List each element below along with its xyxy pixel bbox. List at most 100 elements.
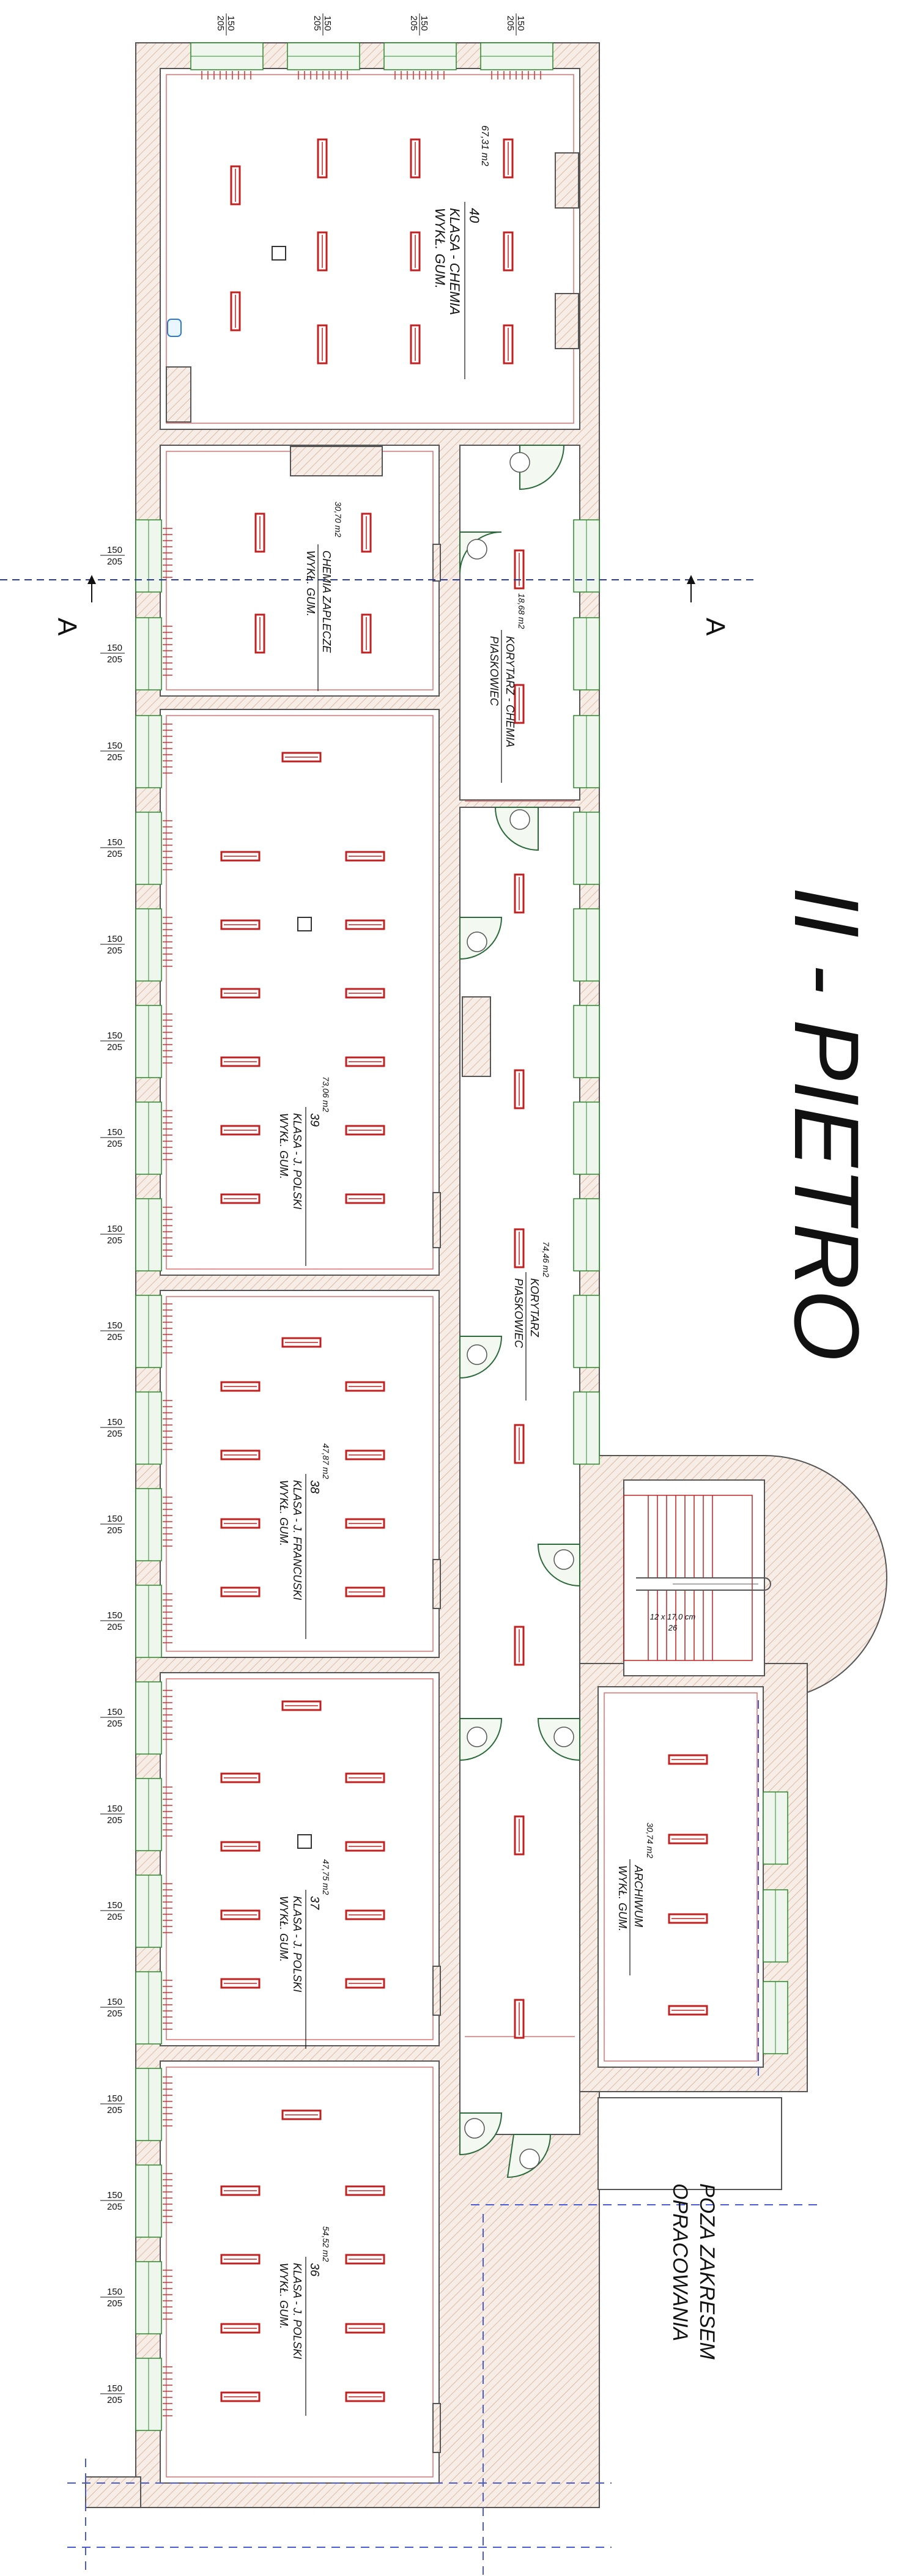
desk (281, 2109, 322, 2120)
desk (668, 1913, 708, 1924)
desk (345, 1978, 385, 1989)
svg-text:WYKŁ. GUM.: WYKŁ. GUM. (278, 2263, 290, 2329)
window-height-label: 205 (107, 849, 122, 859)
desk (220, 2185, 261, 2196)
window-height-label: 205 (107, 1525, 122, 1536)
svg-text:WYKŁ. GUM.: WYKŁ. GUM. (278, 1113, 290, 1179)
desk (345, 1841, 385, 1852)
window-width-label: 150 (107, 2287, 122, 2297)
right-window (573, 1198, 600, 1271)
window-width-label: 150 (107, 2383, 122, 2394)
room-label-korytarz: KORYTARZ PIASKOWIEC 74,46 m2 (512, 1242, 551, 1401)
desk (220, 2323, 261, 2334)
room-label-37: 37 KLASA - J. POLSKI WYKŁ. GUM. 47,75 m2 (278, 1859, 331, 2049)
room-label-chemia-zaplecze: CHEMIA ZAPLECZE WYKŁ. GUM. 30,70 m2 (305, 502, 343, 691)
window-height-label: 205 (107, 1622, 122, 1632)
right-window (573, 1101, 600, 1175)
desk (345, 2185, 385, 2196)
svg-text:KORYTARZ - CHEMIA: KORYTARZ - CHEMIA (504, 636, 516, 747)
top-dimensions: 150 205 150 205 150 205 150 205 (215, 13, 526, 35)
svg-text:PIASKOWIEC: PIASKOWIEC (488, 636, 500, 706)
desk (220, 1056, 261, 1067)
desk (345, 1381, 385, 1392)
svg-text:KLASA - J. POLSKI: KLASA - J. POLSKI (291, 2263, 303, 2359)
svg-text:30,70 m2: 30,70 m2 (333, 502, 343, 538)
desk (345, 919, 385, 930)
desk (220, 2254, 261, 2265)
svg-text:47,87 m2: 47,87 m2 (321, 1443, 331, 1479)
window-width-label: 150 (107, 1900, 122, 1911)
window-width-label: 150 (107, 1514, 122, 1524)
window-width-label: 150 (107, 545, 122, 555)
window-height-label: 205 (107, 2298, 122, 2309)
desk (345, 988, 385, 999)
window-height-label: 205 (107, 2202, 122, 2212)
desk (317, 138, 328, 179)
desk (514, 1424, 525, 1464)
svg-text:38: 38 (308, 1480, 321, 1493)
desk (230, 291, 241, 331)
right-windows (573, 519, 788, 2054)
svg-text:150: 150 (419, 15, 429, 31)
desk (410, 138, 421, 179)
svg-text:WYKŁ. GUM.: WYKŁ. GUM. (616, 1865, 629, 1931)
desk (668, 1754, 708, 1765)
floor-title: II - PIETRO (775, 887, 878, 1361)
right-window (573, 519, 600, 593)
svg-text:150: 150 (322, 15, 333, 31)
desk (361, 613, 372, 654)
window-height-label: 205 (107, 2105, 122, 2115)
desk (220, 919, 261, 930)
wall-details (166, 152, 579, 2453)
svg-text:26: 26 (668, 1623, 678, 1632)
svg-text:205: 205 (505, 15, 516, 31)
section-label-right: A (700, 618, 730, 636)
desk (220, 851, 261, 862)
window-height-label: 205 (107, 752, 122, 763)
svg-text:WYKŁ. GUM.: WYKŁ. GUM. (278, 1896, 290, 1962)
desk (345, 851, 385, 862)
svg-text:205: 205 (215, 15, 226, 31)
desk (254, 613, 265, 654)
right-window (573, 715, 600, 788)
window-height-label: 205 (107, 1719, 122, 1729)
window-height-label: 205 (107, 2395, 122, 2405)
interior-rooms (160, 68, 782, 2484)
desk (410, 324, 421, 365)
svg-text:73,06 m2: 73,06 m2 (321, 1076, 331, 1112)
desk (220, 1841, 261, 1852)
svg-text:WYKŁ. GUM.: WYKŁ. GUM. (305, 550, 317, 616)
desk (281, 752, 322, 763)
desk (220, 1978, 261, 1989)
window-width-label: 150 (107, 1610, 122, 1621)
desk (281, 1337, 322, 1348)
desk (345, 2391, 385, 2402)
desk (514, 1228, 525, 1268)
desk (220, 1909, 261, 1920)
svg-text:40: 40 (467, 208, 482, 223)
svg-text:WYKŁ. GUM.: WYKŁ. GUM. (432, 208, 448, 289)
room-label-38: 38 KLASA - J. FRANCUSKI WYKŁ. GUM. 47,87… (278, 1443, 331, 1639)
right-window (573, 1005, 600, 1078)
doors (459, 445, 580, 2178)
window-width-label: 150 (107, 741, 122, 751)
desk (503, 231, 514, 272)
grid-lines (67, 1700, 819, 2576)
